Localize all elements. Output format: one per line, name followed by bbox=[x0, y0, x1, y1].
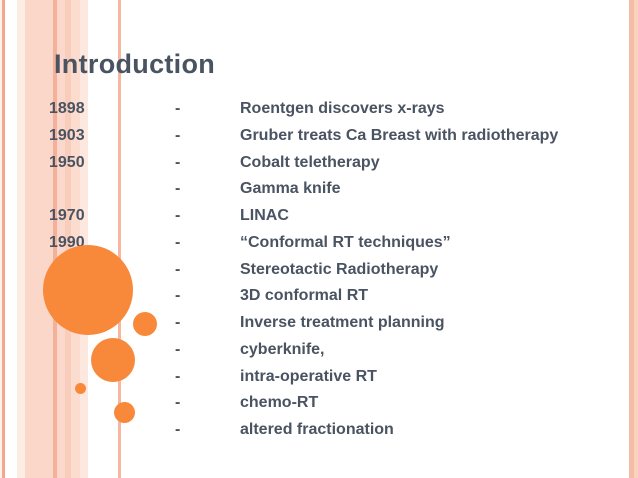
timeline-dash: - bbox=[175, 340, 181, 358]
timeline-row: - cyberknife, bbox=[49, 337, 609, 364]
timeline-year: 1903 bbox=[49, 126, 85, 144]
timeline-row: - Inverse treatment planning bbox=[49, 310, 609, 337]
timeline-event: Stereotactic Radiotherapy bbox=[240, 260, 439, 278]
timeline-event: LINAC bbox=[240, 207, 289, 224]
timeline-dash: - bbox=[175, 314, 181, 331]
timeline-dash: - bbox=[175, 153, 181, 171]
timeline-event: Roentgen discovers x-rays bbox=[240, 100, 445, 117]
timeline-dash: - bbox=[175, 394, 181, 412]
decorative-circle-tiny bbox=[114, 402, 135, 423]
decorative-circle-medium bbox=[91, 338, 135, 382]
timeline-event: Cobalt teletherapy bbox=[240, 153, 380, 171]
timeline-year bbox=[49, 176, 175, 203]
slide-title: Introduction bbox=[54, 49, 216, 79]
timeline-dash: - bbox=[175, 233, 181, 251]
decorative-circle-dot bbox=[75, 383, 86, 394]
timeline-year: 1950 bbox=[49, 153, 85, 171]
timeline-list: 1898 - Roentgen discovers x-rays 1903 - … bbox=[49, 96, 609, 444]
decorative-circle-large bbox=[43, 245, 133, 335]
timeline-dash: - bbox=[175, 180, 181, 198]
timeline-event: 3D conformal RT bbox=[240, 287, 369, 305]
timeline-row: 1903 - Gruber treats Ca Breast with radi… bbox=[49, 123, 609, 150]
timeline-event: altered fractionation bbox=[240, 421, 394, 438]
timeline-row: - chemo-RT bbox=[49, 390, 609, 417]
timeline-year bbox=[49, 417, 175, 444]
timeline-dash: - bbox=[175, 100, 181, 117]
timeline-dash: - bbox=[175, 367, 181, 385]
timeline-year bbox=[49, 390, 175, 417]
timeline-event: Gruber treats Ca Breast with radiotherap… bbox=[240, 126, 559, 144]
timeline-event: Inverse treatment planning bbox=[240, 314, 445, 331]
timeline-row: - Stereotactic Radiotherapy bbox=[49, 257, 609, 284]
timeline-event: intra-operative RT bbox=[240, 367, 377, 385]
timeline-row: - 3D conformal RT bbox=[49, 283, 609, 310]
timeline-row: - intra-operative RT bbox=[49, 364, 609, 391]
timeline-row: - Gamma knife bbox=[49, 176, 609, 203]
timeline-year: 1970 bbox=[49, 207, 85, 224]
timeline-row: 1970 - LINAC bbox=[49, 203, 609, 230]
timeline-event: Gamma knife bbox=[240, 180, 341, 198]
timeline-dash: - bbox=[175, 207, 181, 224]
timeline-dash: - bbox=[175, 260, 181, 278]
timeline-event: “Conformal RT techniques” bbox=[240, 233, 451, 251]
timeline-event: cyberknife, bbox=[240, 340, 325, 358]
timeline-row: 1950 - Cobalt teletherapy bbox=[49, 150, 609, 177]
timeline-row: 1898 - Roentgen discovers x-rays bbox=[49, 96, 609, 123]
timeline-dash: - bbox=[175, 287, 181, 305]
timeline-dash: - bbox=[175, 421, 181, 438]
timeline-dash: - bbox=[175, 126, 181, 144]
timeline-event: chemo-RT bbox=[240, 394, 319, 412]
timeline-year: 1898 bbox=[49, 100, 85, 117]
timeline-row: 1990 - “Conformal RT techniques” bbox=[49, 230, 609, 257]
decorative-circle-small bbox=[133, 312, 157, 336]
timeline-row: - altered fractionation bbox=[49, 417, 609, 444]
